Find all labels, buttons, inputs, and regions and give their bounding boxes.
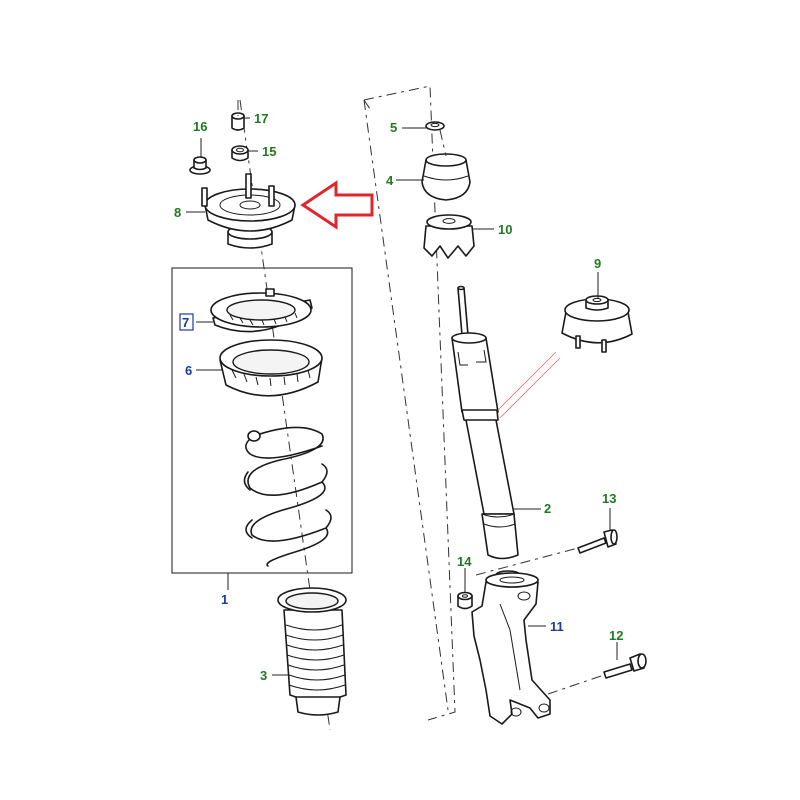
- callout-15: 15: [262, 144, 276, 159]
- callout-7-box: [179, 313, 194, 331]
- callout-10: 10: [498, 222, 512, 237]
- callout-12: 12: [609, 628, 623, 643]
- callout-8: 8: [174, 205, 181, 220]
- part-15-nut: [231, 145, 249, 162]
- part-4-bump-stop: [421, 153, 471, 201]
- part-9-mount-alt: [561, 295, 633, 353]
- part-8-top-mount: [201, 173, 296, 249]
- callout-2: 2: [544, 501, 551, 516]
- part-3-dust-boot: [277, 587, 347, 716]
- part-7-spring-isolator: [210, 288, 313, 333]
- part-14-nut: [457, 591, 473, 610]
- callout-6: 6: [185, 363, 192, 378]
- part-5-washer: [425, 121, 445, 131]
- spring-assembly-box: [171, 267, 353, 574]
- callout-1: 1: [221, 592, 228, 607]
- part-10-dust-cap: [423, 214, 475, 259]
- callout-9: 9: [594, 256, 601, 271]
- leader-lines: [186, 117, 618, 676]
- part-6-spring-seat: [219, 339, 323, 397]
- callout-16: 16: [193, 119, 207, 134]
- part-12-bolt: [603, 653, 647, 679]
- part-11-fork-bracket: [471, 572, 551, 725]
- callout-7: 7: [182, 315, 189, 330]
- callout-3: 3: [260, 668, 267, 683]
- part-2-shock-absorber: [451, 285, 521, 580]
- callout-4: 4: [386, 173, 394, 188]
- part-16-flange-nut: [189, 156, 211, 175]
- callout-5: 5: [390, 120, 397, 135]
- callout-14: 14: [457, 554, 472, 569]
- callout-17: 17: [254, 111, 268, 126]
- callouts: 1 2 3 4 5 6 7 8 9 10 11 12 13 14 15 16 1…: [174, 111, 623, 683]
- coil-spring: [243, 426, 332, 567]
- callout-13: 13: [602, 491, 616, 506]
- callout-11: 11: [550, 619, 564, 634]
- highlight-arrow: [300, 180, 374, 230]
- part-13-bolt: [577, 529, 618, 554]
